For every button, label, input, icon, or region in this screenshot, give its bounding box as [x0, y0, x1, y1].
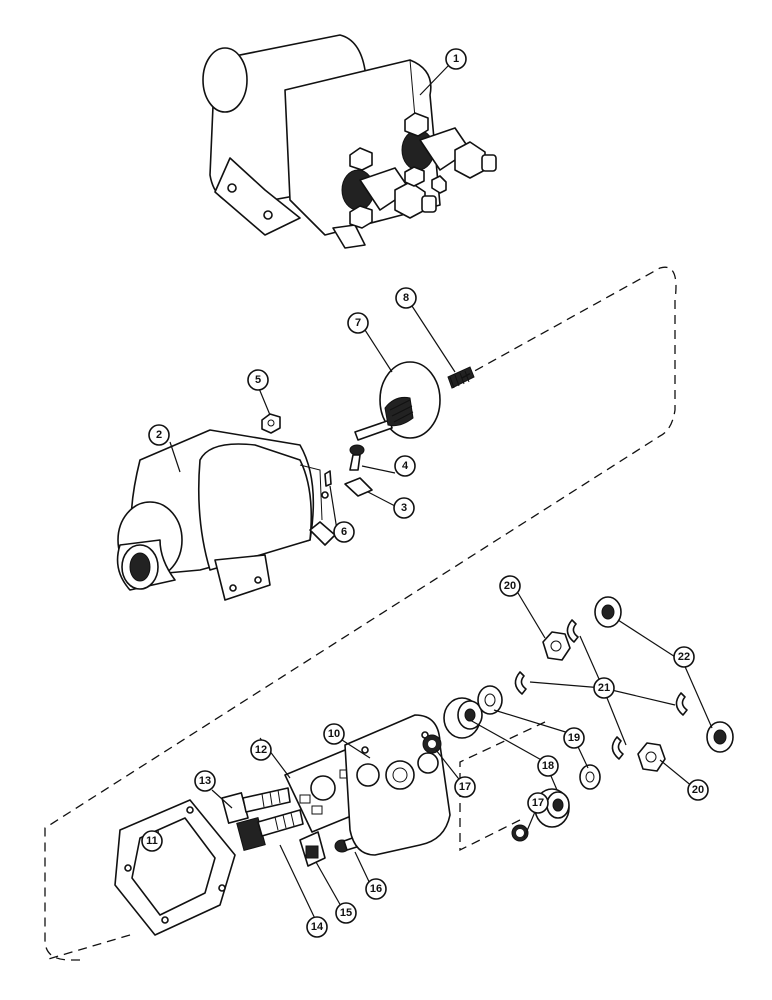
svg-text:11: 11 — [146, 835, 158, 847]
snap-ring-21a — [514, 671, 527, 695]
svg-text:1: 1 — [453, 53, 459, 65]
svg-text:22: 22 — [678, 651, 690, 663]
svg-text:7: 7 — [355, 317, 361, 329]
bolt-13 — [221, 787, 291, 824]
svg-text:4: 4 — [402, 460, 409, 472]
solenoid-body — [116, 429, 336, 601]
svg-text:19: 19 — [568, 732, 580, 744]
svg-text:12: 12 — [255, 744, 267, 756]
callout-19: 19 — [563, 727, 585, 749]
callout-13: 13 — [194, 770, 216, 792]
plunger-7 — [354, 361, 441, 441]
nut-22a — [594, 596, 622, 628]
nut-5 — [261, 413, 281, 434]
terminal-stud-lower — [341, 147, 447, 229]
washer-19a — [477, 685, 503, 715]
svg-text:14: 14 — [311, 921, 324, 933]
screw-4 — [349, 444, 365, 471]
cover-plate-10 — [344, 714, 451, 856]
callout-15: 15 — [335, 902, 357, 924]
svg-text:20: 20 — [692, 784, 704, 796]
callout-5: 5 — [247, 369, 269, 391]
svg-text:21: 21 — [598, 682, 610, 694]
svg-text:10: 10 — [328, 728, 340, 740]
callout-18: 18 — [537, 755, 559, 777]
snap-ring-21d — [675, 692, 688, 716]
terminal-stud-upper — [401, 112, 497, 179]
bolt-14 — [236, 809, 304, 851]
svg-text:20: 20 — [504, 580, 516, 592]
callout-6: 6 — [333, 521, 355, 543]
nut-20b — [637, 742, 666, 772]
callout-2: 2 — [148, 424, 170, 446]
clip-3 — [344, 477, 373, 497]
callout-17-upper: 17 — [454, 776, 476, 798]
svg-text:15: 15 — [340, 907, 352, 919]
spring-8 — [447, 366, 475, 389]
gasket-11 — [114, 799, 236, 936]
callout-20-lower: 20 — [687, 779, 709, 801]
pin-6 — [324, 470, 332, 487]
snap-ring-21b — [566, 619, 579, 643]
svg-text:17: 17 — [459, 781, 471, 793]
callout-12: 12 — [250, 739, 272, 761]
lock-ring-17a — [422, 734, 442, 754]
svg-text:17: 17 — [532, 797, 544, 809]
snap-ring-21c — [611, 736, 624, 760]
callout-17-lower: 17 — [527, 792, 549, 814]
svg-text:16: 16 — [370, 883, 382, 895]
callout-11: 11 — [141, 830, 163, 852]
washer-19b — [579, 764, 601, 790]
callout-3: 3 — [393, 497, 415, 519]
nut-22b — [706, 721, 734, 753]
terminal-15 — [299, 831, 326, 867]
svg-text:8: 8 — [403, 292, 409, 304]
exploded-view-boundary — [44, 266, 677, 961]
svg-text:13: 13 — [199, 775, 211, 787]
solenoid-assembly — [202, 34, 497, 249]
nut-20a — [542, 631, 571, 661]
svg-text:3: 3 — [401, 502, 407, 514]
callout-14: 14 — [306, 916, 328, 938]
callout-21: 21 — [593, 677, 615, 699]
svg-text:6: 6 — [341, 526, 347, 538]
callout-4: 4 — [394, 455, 416, 477]
svg-text:5: 5 — [255, 374, 261, 386]
callout-22: 22 — [673, 646, 695, 668]
callout-16: 16 — [365, 878, 387, 900]
insulator-18a — [443, 697, 483, 739]
callout-10: 10 — [323, 723, 345, 745]
svg-text:2: 2 — [156, 429, 162, 441]
callout-7: 7 — [347, 312, 369, 334]
svg-text:18: 18 — [542, 760, 554, 772]
callout-8: 8 — [395, 287, 417, 309]
callout-1: 1 — [445, 48, 467, 70]
callout-20-upper: 20 — [499, 575, 521, 597]
